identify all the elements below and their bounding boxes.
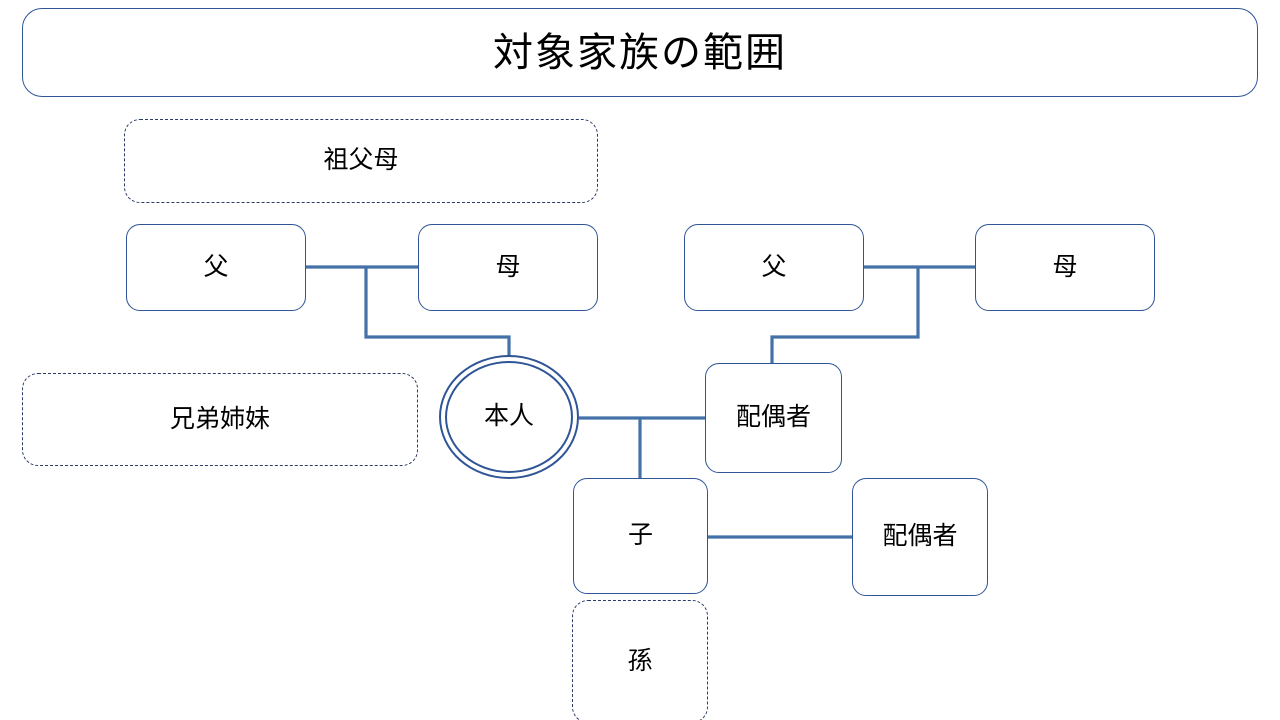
node-grandparents[interactable]: 祖父母 (124, 119, 598, 203)
node-mother-left-label: 母 (495, 252, 521, 281)
node-child-label: 子 (627, 521, 653, 550)
node-father-left[interactable]: 父 (126, 224, 306, 311)
node-spouse-label: 配偶者 (735, 403, 811, 432)
node-mother-right-label: 母 (1052, 252, 1078, 281)
node-siblings-label: 兄弟姉妹 (169, 404, 270, 433)
node-mother-left[interactable]: 母 (418, 224, 598, 311)
node-child[interactable]: 子 (573, 478, 708, 594)
node-spouse[interactable]: 配偶者 (705, 363, 842, 473)
node-siblings[interactable]: 兄弟姉妹 (22, 373, 418, 466)
node-self-label: 本人 (483, 402, 534, 431)
node-grandparents-label: 祖父母 (323, 146, 399, 175)
node-child-spouse[interactable]: 配偶者 (852, 478, 988, 596)
node-self[interactable]: 本人 (439, 355, 579, 479)
node-father-right[interactable]: 父 (684, 224, 864, 311)
page-title: 対象家族の範囲 (22, 8, 1258, 97)
node-child-spouse-label: 配偶者 (882, 522, 958, 551)
node-grandchild[interactable]: 孫 (572, 600, 708, 720)
node-father-right-label: 父 (761, 252, 787, 281)
node-mother-right[interactable]: 母 (975, 224, 1155, 311)
node-grandchild-label: 孫 (627, 646, 653, 675)
node-father-left-label: 父 (203, 252, 229, 281)
page-title-label: 対象家族の範囲 (493, 30, 787, 75)
